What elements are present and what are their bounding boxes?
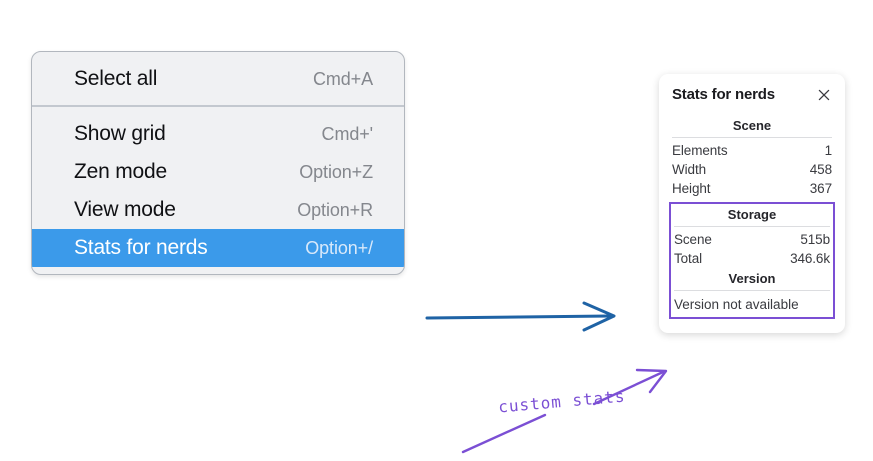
stat-key: Scene — [674, 232, 712, 247]
stat-row: Scene 515b — [674, 230, 830, 249]
stat-value: 346.6k — [790, 251, 830, 266]
stats-for-nerds-panel: Stats for nerds Scene Elements 1 Width 4… — [659, 74, 845, 333]
menu-item-select-all[interactable]: Select all Cmd+A — [32, 60, 404, 98]
context-menu[interactable]: Select all Cmd+A Show grid Cmd+' Zen mod… — [31, 51, 405, 275]
section-heading: Scene — [732, 118, 772, 133]
stats-panel-title: Stats for nerds — [672, 86, 775, 103]
stat-value: 458 — [809, 162, 832, 177]
section-heading: Version — [728, 271, 776, 286]
blue-arrow-icon — [425, 301, 616, 332]
custom-stats-highlight-box: Storage Scene 515b Total 346.6k Version … — [669, 202, 835, 319]
stat-row: Height 367 — [672, 179, 832, 198]
version-note: Version not available — [674, 297, 799, 312]
section-divider — [674, 290, 830, 291]
custom-stats-annotation-label: custom stats — [497, 386, 627, 417]
close-icon[interactable] — [816, 87, 832, 103]
menu-item-shortcut: Cmd+' — [321, 123, 374, 144]
stat-value: 515b — [800, 232, 830, 247]
menu-item-view-mode[interactable]: View mode Option+R — [32, 191, 404, 229]
menu-item-label: View mode — [74, 198, 176, 221]
menu-item-label: Zen mode — [74, 160, 167, 183]
stat-row: Elements 1 — [672, 141, 832, 160]
menu-item-show-grid[interactable]: Show grid Cmd+' — [32, 115, 404, 153]
menu-section-view: Show grid Cmd+' Zen mode Option+Z View m… — [32, 107, 404, 274]
stat-key: Height — [672, 181, 711, 196]
stats-section-storage: Storage Scene 515b Total 346.6k — [674, 204, 830, 268]
menu-item-shortcut: Option+/ — [305, 237, 373, 258]
stat-row: Total 346.6k — [674, 249, 830, 268]
section-divider — [672, 137, 832, 138]
stat-key: Elements — [672, 143, 728, 158]
menu-item-zen-mode[interactable]: Zen mode Option+Z — [32, 153, 404, 191]
stats-section-version: Version Version not available — [674, 268, 830, 313]
menu-item-shortcut: Option+R — [297, 199, 373, 220]
stats-section-scene: Scene Elements 1 Width 458 Height 367 — [672, 115, 832, 198]
stats-panel-titlebar: Stats for nerds — [672, 86, 832, 103]
menu-item-label: Select all — [74, 67, 158, 90]
menu-item-stats-for-nerds[interactable]: Stats for nerds Option+/ — [32, 229, 404, 267]
stat-value: 1 — [824, 143, 833, 158]
stat-key: Total — [674, 251, 703, 266]
menu-item-label: Show grid — [74, 122, 166, 145]
section-divider — [674, 226, 830, 227]
stat-row: Width 458 — [672, 160, 832, 179]
menu-section-primary: Select all Cmd+A — [32, 52, 404, 107]
menu-item-shortcut: Cmd+A — [312, 68, 373, 89]
section-heading: Storage — [727, 207, 777, 222]
menu-item-shortcut: Option+Z — [299, 161, 373, 182]
purple-underline-stroke — [461, 413, 547, 454]
stat-key: Width — [672, 162, 707, 177]
menu-item-label: Stats for nerds — [74, 236, 208, 259]
stat-value: 367 — [809, 181, 832, 196]
